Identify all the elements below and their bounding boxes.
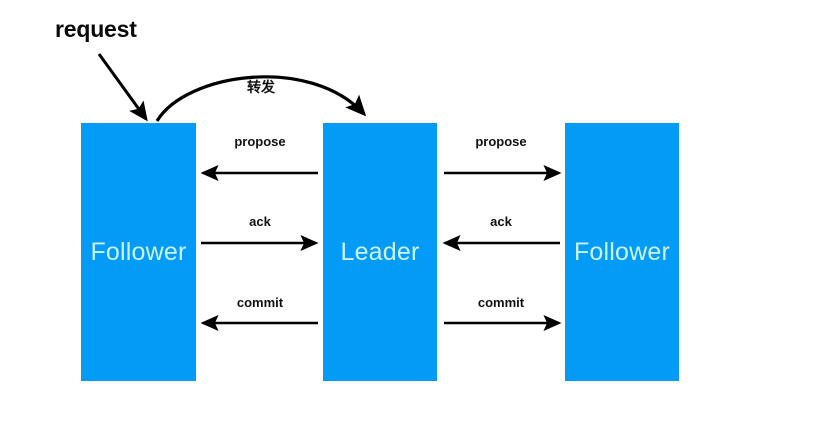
label-ack-right: ack <box>490 214 512 229</box>
label-commit-right: commit <box>477 295 525 310</box>
node-label: Follower <box>90 237 187 266</box>
arrow-request <box>97 53 148 122</box>
node-follower-right[interactable]: Follower <box>565 123 679 381</box>
node-label: Follower <box>573 237 671 266</box>
node-leader[interactable]: Leader <box>323 123 437 381</box>
node-label: Leader <box>340 237 420 266</box>
label-propose-left: propose <box>234 134 286 149</box>
arrow-forward <box>155 75 367 122</box>
label-ack-left: ack <box>249 214 271 229</box>
label-commit-left: commit <box>236 295 284 310</box>
label-propose-right: propose <box>475 134 527 149</box>
label-request: request <box>55 16 137 42</box>
node-follower-left[interactable]: Follower <box>81 123 196 381</box>
label-forward: 转发 <box>247 79 275 95</box>
